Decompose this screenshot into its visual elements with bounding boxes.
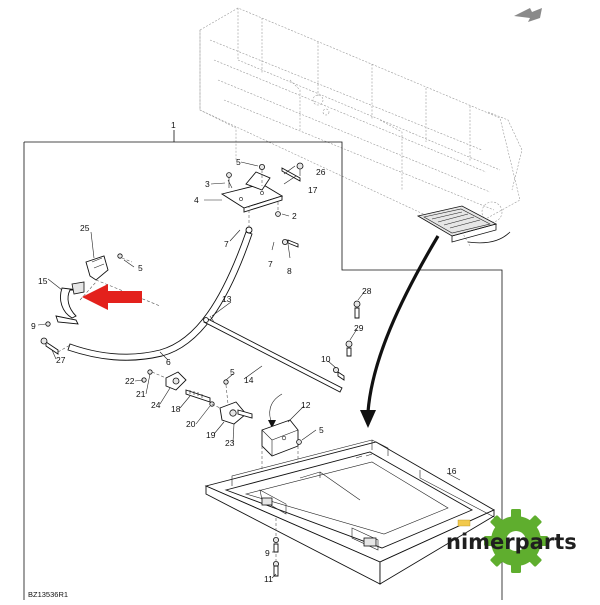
machine-ghost-outline xyxy=(199,7,523,247)
callout-16: 16 xyxy=(447,466,457,476)
leader-lines xyxy=(37,161,461,579)
callout-10: 10 xyxy=(321,354,331,364)
washer xyxy=(147,369,153,375)
callout-5: 5 xyxy=(230,367,235,377)
nut xyxy=(258,163,265,170)
callout-1: 1 xyxy=(171,120,176,130)
callout-3: 3 xyxy=(205,179,210,189)
detail-pointer-arrow xyxy=(360,235,440,428)
brand-wordmark: nimerparts xyxy=(446,530,577,554)
nut xyxy=(296,439,302,445)
gear-icon xyxy=(484,509,548,573)
callout-9: 9 xyxy=(31,321,36,331)
latch-clip xyxy=(85,255,109,281)
callout-14: 14 xyxy=(244,375,254,385)
callout-24: 24 xyxy=(151,400,161,410)
bolt xyxy=(332,366,345,381)
bolt xyxy=(40,337,59,355)
latch-assembly xyxy=(165,371,253,425)
nut xyxy=(223,379,229,385)
nut xyxy=(117,253,123,259)
callout-11: 11 xyxy=(264,574,273,584)
callout-9: 9 xyxy=(265,548,270,558)
assembly-group-frame xyxy=(23,141,503,600)
callout-21: 21 xyxy=(136,389,146,399)
callout-18: 18 xyxy=(171,404,181,414)
step-frame xyxy=(204,439,497,585)
bolt xyxy=(272,561,279,577)
callout-28: 28 xyxy=(362,286,372,296)
brand-logo: nimerparts xyxy=(446,509,577,573)
callout-8: 8 xyxy=(287,266,292,276)
bolt xyxy=(353,300,361,319)
callout-22: 22 xyxy=(125,376,135,386)
curved-strap xyxy=(67,206,253,361)
callout-7: 7 xyxy=(224,239,229,249)
callout-20: 20 xyxy=(186,419,196,429)
callout-labels: 1 5 26 3 17 4 2 25 7 7 5 8 15 28 13 9 29… xyxy=(31,120,457,584)
bolt xyxy=(281,238,299,248)
callout-6: 6 xyxy=(166,357,171,367)
bolt xyxy=(272,537,279,553)
callout-23: 23 xyxy=(225,438,235,448)
pin xyxy=(281,162,304,182)
step-bracket xyxy=(261,419,299,457)
callout-26: 26 xyxy=(316,167,326,177)
callout-13: 13 xyxy=(222,294,232,304)
callout-19: 19 xyxy=(206,430,216,440)
callout-25: 25 xyxy=(80,223,90,233)
callout-7: 7 xyxy=(268,259,273,269)
callout-12: 12 xyxy=(301,400,311,410)
hook-bracket xyxy=(55,281,85,325)
callout-2: 2 xyxy=(292,211,297,221)
callout-17: 17 xyxy=(308,185,318,195)
washer xyxy=(45,321,51,327)
front-direction-arrow-icon xyxy=(514,8,542,22)
callout-5: 5 xyxy=(138,263,143,273)
bolt xyxy=(345,340,353,357)
callout-5: 5 xyxy=(236,157,241,167)
highlight-arrow-icon xyxy=(82,284,142,310)
callout-15: 15 xyxy=(38,276,48,286)
mounting-bracket xyxy=(220,171,284,213)
callout-5: 5 xyxy=(319,425,324,435)
figure-code: BZ13536R1 xyxy=(28,590,68,599)
support-rod xyxy=(203,315,343,393)
callout-4: 4 xyxy=(194,195,199,205)
callout-29: 29 xyxy=(354,323,364,333)
washer xyxy=(275,211,281,217)
callout-27: 27 xyxy=(56,355,66,365)
